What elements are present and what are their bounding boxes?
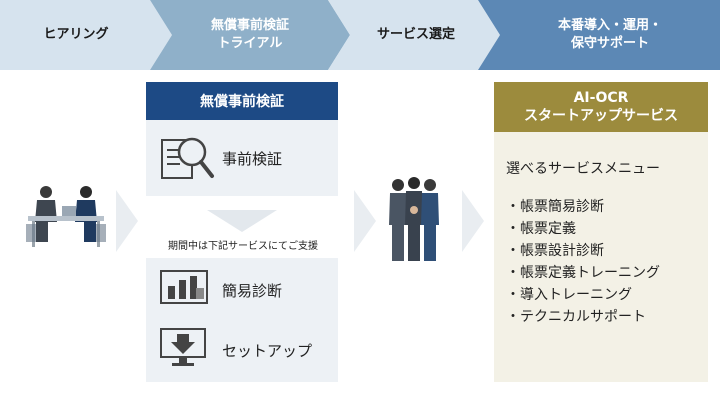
- ocr-service-panel: 選べるサービスメニュー ・帳票簡易診断 ・帳票定義 ・帳票設計診断 ・帳票定義ト…: [494, 132, 708, 382]
- support-note: 期間中は下記サービスにてご支援: [168, 241, 318, 252]
- magnifier-document-icon: [161, 137, 214, 179]
- menu-item: ・帳票設計診断: [506, 243, 604, 259]
- diagnosis-label: 簡易診断: [222, 282, 283, 300]
- menu-title: 選べるサービスメニュー: [506, 161, 660, 177]
- pre-check-panel: 事前検証: [146, 120, 338, 196]
- menu-item: ・帳票定義: [506, 221, 576, 237]
- menu-item: ・テクニカルサポート: [506, 309, 646, 325]
- down-arrow: [207, 210, 277, 232]
- step-label: ヒアリング: [43, 27, 109, 43]
- flow-arrow-2: [354, 190, 376, 252]
- monitor-download-icon: [160, 328, 206, 366]
- step-production-support: 本番導入・運用・ 保守サポート: [478, 0, 720, 70]
- meeting-illustration: [26, 186, 106, 247]
- pre-check-label: 事前検証: [222, 150, 283, 168]
- bar-chart-icon: [160, 270, 208, 304]
- step-free-trial: 無償事前検証 トライアル: [150, 0, 350, 70]
- ocr-header-line1: AI-OCR: [573, 89, 629, 106]
- ocr-header-line2: スタートアップサービス: [524, 108, 678, 124]
- step-label: 無償事前検証: [210, 18, 289, 34]
- setup-label: セットアップ: [222, 342, 313, 360]
- handshake-illustration: [389, 177, 439, 261]
- flow-arrow-1: [116, 190, 138, 252]
- step-label-2: トライアル: [217, 36, 283, 51]
- step-label: サービス選定: [376, 27, 455, 43]
- step-service-selection: サービス選定: [328, 0, 500, 70]
- step-label-2: 保守サポート: [570, 36, 649, 51]
- menu-item: ・帳票簡易診断: [506, 199, 604, 215]
- step-hearing: ヒアリング: [0, 0, 172, 70]
- menu-item: ・帳票定義トレーニング: [506, 265, 660, 281]
- step-label: 本番導入・運用・: [557, 18, 662, 34]
- free-verification-header: 無償事前検証: [146, 82, 338, 120]
- flow-arrow-3: [462, 190, 484, 252]
- support-panel: 簡易診断 セットアップ: [146, 258, 338, 382]
- ocr-service-header: AI-OCR スタートアップサービス: [494, 82, 708, 132]
- menu-item: ・導入トレーニング: [506, 287, 632, 303]
